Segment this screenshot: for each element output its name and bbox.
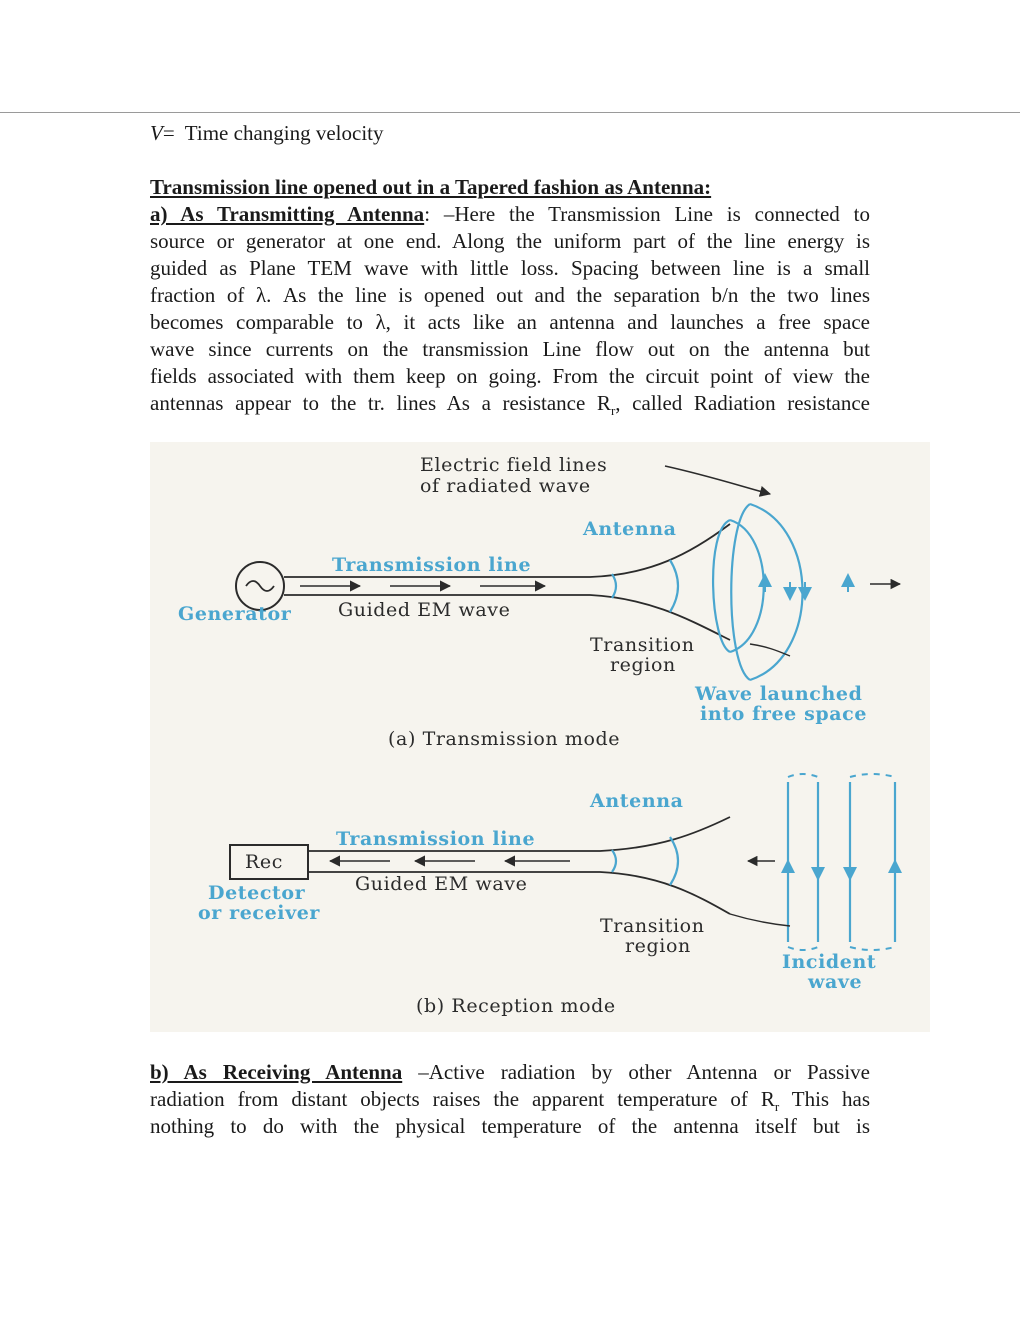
caption-reception-mode: (b) Reception mode bbox=[416, 995, 616, 1017]
velocity-symbol: V bbox=[150, 121, 163, 145]
section-b-line-3: nothing to do with the physical temperat… bbox=[150, 1114, 870, 1138]
transition-pointer-b bbox=[729, 913, 791, 927]
antenna-label-b: Antenna bbox=[589, 790, 684, 812]
section-a-text-1: : –Here the Transmission Line is connect… bbox=[424, 202, 870, 226]
field-bulge-b-1 bbox=[611, 849, 618, 873]
wave-launched-label-1: Wave launched bbox=[694, 683, 862, 705]
reception-mode-diagram: Antenna Transmission line Rec Detector o… bbox=[198, 773, 902, 1017]
section-a-line-2: source or generator at one end. Along th… bbox=[150, 229, 870, 253]
section-a-label: a) As Transmitting Antenna bbox=[150, 202, 425, 226]
field-loop-a-2-back bbox=[730, 503, 751, 681]
wave-launched-label-2: into free space bbox=[700, 703, 867, 725]
transition-label-b-2: region bbox=[625, 935, 691, 957]
tline-upper-a bbox=[284, 523, 731, 578]
radiation-resistance-subscript: r bbox=[610, 403, 616, 419]
figure-background bbox=[150, 442, 930, 1032]
section-a-text-8a: antennas appear to the tr. lines As a re… bbox=[150, 391, 611, 415]
section-a-text-8b: , called Radiation resistance bbox=[615, 391, 871, 415]
incident-loop-top-1 bbox=[787, 773, 819, 778]
section-a-line-3: guided as Plane TEM wave with little los… bbox=[150, 256, 870, 280]
efield-label-1: Electric field lines bbox=[420, 454, 607, 476]
generator-icon bbox=[235, 561, 285, 611]
transition-label-a-2: region bbox=[610, 654, 676, 676]
section-b-line-1: b) As Receiving Antenna –Active radiatio… bbox=[150, 1059, 870, 1086]
detector-label-1: Detector bbox=[208, 882, 306, 904]
tline-upper-b bbox=[308, 816, 731, 852]
equals-sign: = bbox=[162, 121, 175, 145]
field-loop-a-1-back bbox=[711, 518, 731, 653]
transmission-line-label-b: Transmission line bbox=[336, 828, 535, 850]
section-a-line-7: fields associated with them keep on goin… bbox=[150, 364, 870, 388]
field-bulge-a-2 bbox=[669, 559, 680, 613]
incident-loop-bottom-2 bbox=[849, 946, 896, 951]
antenna-label-a: Antenna bbox=[582, 518, 677, 540]
section-a-line-5: becomes comparable to λ, it acts like an… bbox=[150, 310, 870, 334]
section-b-line-2: radiation from distant objects raises th… bbox=[150, 1086, 870, 1113]
incident-loop-top-2 bbox=[849, 773, 896, 778]
velocity-definition: V= Time changing velocity bbox=[150, 120, 870, 147]
guided-wave-label-a: Guided EM wave bbox=[338, 599, 510, 621]
section-b-text-1: –Active radiation by other Antenna or Pa… bbox=[402, 1060, 871, 1084]
field-bulge-a-1 bbox=[611, 573, 618, 599]
section-b-label: b) As Receiving Antenna bbox=[150, 1060, 403, 1084]
transition-pointer-a bbox=[749, 643, 791, 657]
incident-label-2: wave bbox=[807, 971, 862, 993]
field-bulge-b-2 bbox=[669, 836, 680, 886]
detector-label-2: or receiver bbox=[198, 902, 320, 924]
section-a-line-1: a) As Transmitting Antenna: –Here the Tr… bbox=[150, 201, 870, 228]
transmission-line-label-a: Transmission line bbox=[332, 554, 531, 576]
antenna-mode-figure: Electric field lines of radiated wave An… bbox=[150, 442, 930, 1032]
receiver-box bbox=[229, 844, 309, 880]
section-b-text-2b: This has bbox=[779, 1087, 870, 1111]
incident-label-1: Incident bbox=[782, 951, 876, 973]
caption-transmission-mode: (a) Transmission mode bbox=[388, 728, 620, 750]
efield-arrow bbox=[664, 465, 772, 497]
section-b-subscript: r bbox=[774, 1099, 780, 1115]
section-a-paragraph: a) As Transmitting Antenna: –Here the Tr… bbox=[150, 201, 870, 417]
transition-label-b-1: Transition bbox=[600, 915, 705, 937]
guided-wave-label-b: Guided EM wave bbox=[355, 873, 527, 895]
section-a-line-4: fraction of λ. As the line is opened out… bbox=[150, 283, 870, 307]
section-a-line-6: wave since currents on the transmission … bbox=[150, 337, 870, 361]
generator-label: Generator bbox=[178, 603, 292, 625]
efield-label-2: of radiated wave bbox=[420, 475, 591, 497]
sine-wave-icon bbox=[245, 580, 275, 592]
tline-lower-b bbox=[308, 871, 731, 915]
transition-label-a-1: Transition bbox=[590, 634, 695, 656]
header-rule bbox=[0, 112, 1020, 113]
section-b-text-2a: radiation from distant objects raises th… bbox=[150, 1087, 775, 1111]
section-a-line-8: antennas appear to the tr. lines As a re… bbox=[150, 390, 870, 417]
incident-loop-bottom-1 bbox=[787, 946, 819, 951]
section-heading: Transmission line opened out in a Tapere… bbox=[150, 175, 712, 199]
section-b-paragraph: b) As Receiving Antenna –Active radiatio… bbox=[150, 1059, 870, 1140]
transmission-mode-diagram: Electric field lines of radiated wave An… bbox=[178, 454, 902, 750]
tline-lower-a bbox=[284, 594, 731, 641]
receiver-label: Rec bbox=[245, 851, 283, 873]
velocity-description: Time changing velocity bbox=[184, 121, 384, 145]
